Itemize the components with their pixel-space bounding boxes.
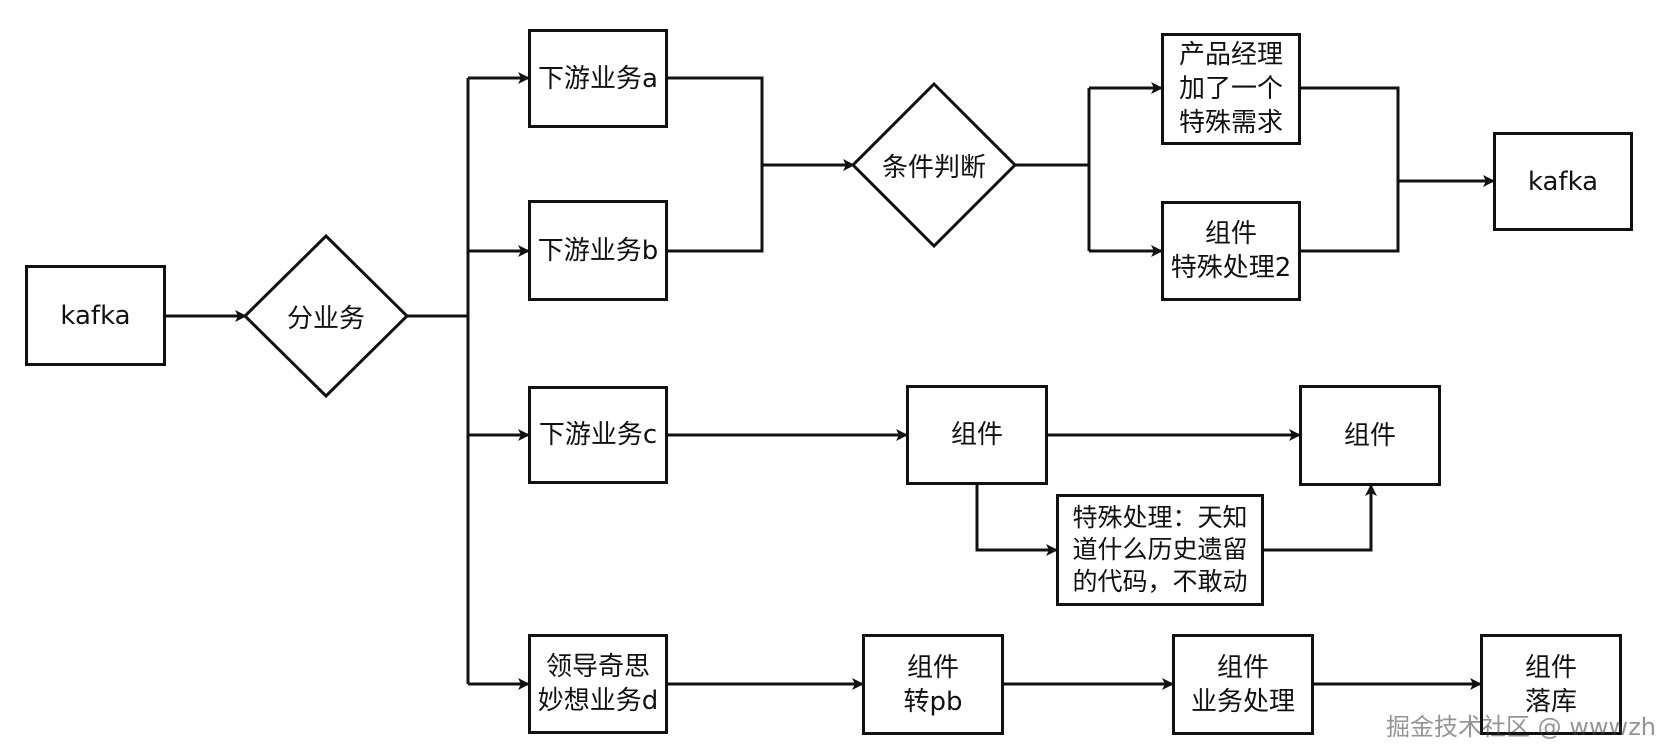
pm-request-node[interactable]: 产品经理 加了一个 特殊需求 bbox=[1161, 33, 1301, 145]
special2-node[interactable]: 组件 特殊处理2 bbox=[1161, 201, 1301, 301]
component-pb-label: 组件 转pb bbox=[903, 652, 963, 717]
split-label: 分业务 bbox=[286, 303, 365, 334]
watermark: 掘金技术社区 @ wwwzh bbox=[1386, 713, 1656, 741]
biz-d-label: 领导奇思 妙想业务d bbox=[537, 652, 659, 716]
cond-label: 条件判断 bbox=[881, 152, 986, 183]
legacy-code-node[interactable]: 特殊处理：天知 道什么历史遗留 的代码，不敢动 bbox=[1056, 494, 1264, 606]
component-c1-label: 组件 bbox=[950, 420, 1003, 450]
biz-a-node[interactable]: 下游业务a bbox=[528, 29, 668, 128]
component-store-label: 组件 落库 bbox=[1524, 652, 1577, 717]
component-c2-node[interactable]: 组件 bbox=[1299, 385, 1441, 486]
biz-c-label: 下游业务c bbox=[538, 420, 658, 450]
biz-c-node[interactable]: 下游业务c bbox=[528, 386, 668, 484]
legacy-code-label: 特殊处理：天知 道什么历史遗留 的代码，不敢动 bbox=[1072, 503, 1248, 596]
biz-d-node[interactable]: 领导奇思 妙想业务d bbox=[528, 634, 668, 734]
edge-a-merge bbox=[668, 76, 764, 253]
component-pb-node[interactable]: 组件 转pb bbox=[862, 634, 1004, 735]
component-biz-label: 组件 业务处理 bbox=[1190, 652, 1295, 717]
kafka-source-label: kafka bbox=[60, 300, 131, 331]
pm-request-label: 产品经理 加了一个 特殊需求 bbox=[1178, 40, 1283, 138]
edge-legacy-comp2 bbox=[1264, 484, 1377, 552]
kafka-dest-label: kafka bbox=[1527, 166, 1599, 197]
special2-label: 组件 特殊处理2 bbox=[1170, 219, 1292, 283]
component-c2-label: 组件 bbox=[1343, 420, 1396, 451]
biz-b-node[interactable]: 下游业务b bbox=[528, 200, 668, 301]
component-biz-node[interactable]: 组件 业务处理 bbox=[1172, 634, 1314, 735]
kafka-source-node[interactable]: kafka bbox=[25, 265, 166, 366]
component-c1-node[interactable]: 组件 bbox=[906, 385, 1048, 485]
edge-pm-merge bbox=[1301, 86, 1400, 253]
cond-diamond[interactable] bbox=[850, 81, 1018, 249]
component-store-node[interactable]: 组件 落库 bbox=[1480, 634, 1622, 735]
edge-comp1-legacy bbox=[975, 485, 1058, 556]
split-diamond[interactable] bbox=[242, 233, 410, 399]
biz-b-label: 下游业务b bbox=[537, 235, 659, 266]
kafka-dest-node[interactable]: kafka bbox=[1493, 132, 1633, 231]
biz-a-label: 下游业务a bbox=[538, 63, 658, 94]
